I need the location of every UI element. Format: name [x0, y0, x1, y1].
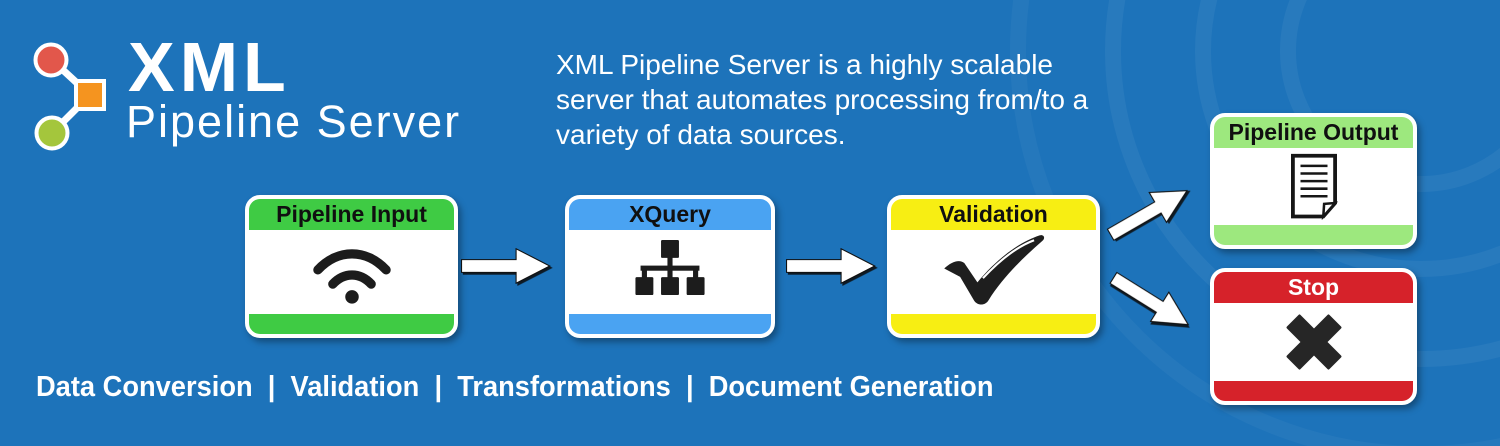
arrow-up-right-icon — [1106, 190, 1189, 241]
node-footer — [569, 314, 771, 334]
logo-green-circle — [34, 115, 70, 151]
checkmark-icon — [943, 235, 1044, 305]
node-body — [1214, 303, 1413, 381]
node-body — [1214, 148, 1413, 225]
node-header-label: Pipeline Output — [1214, 117, 1413, 148]
arrow-right-icon — [461, 247, 551, 285]
document-icon — [1290, 153, 1338, 220]
logo-subtitle: Pipeline Server — [126, 96, 462, 147]
sitemap-icon — [635, 240, 705, 296]
node-header-label: Stop — [1214, 272, 1413, 303]
logo-title: XML — [128, 28, 291, 106]
node-footer — [1214, 225, 1413, 245]
arrow-down-right-icon — [1109, 271, 1190, 326]
flow-node-validation: Validation — [887, 195, 1100, 338]
node-header-label: Pipeline Input — [249, 199, 454, 230]
flow-node-stop: Stop — [1210, 268, 1417, 405]
molecule-logo-icon — [33, 42, 106, 151]
description-line: server that automates processing from/to… — [556, 84, 1089, 115]
description-line: variety of data sources. — [556, 119, 846, 150]
logo-red-circle — [33, 42, 69, 78]
node-body — [249, 230, 454, 314]
node-body — [569, 230, 771, 314]
tagline: Data Conversion | Validation | Transform… — [36, 371, 994, 403]
node-body — [891, 230, 1096, 314]
flow-node-xquery: XQuery — [565, 195, 775, 338]
node-footer — [249, 314, 454, 334]
x-icon — [1285, 314, 1342, 370]
node-header-label: Validation — [891, 199, 1096, 230]
logo-orange-square — [74, 79, 106, 111]
node-header-label: XQuery — [569, 199, 771, 230]
description-text: XML Pipeline Server is a highly scalable… — [556, 47, 1088, 152]
node-footer — [891, 314, 1096, 334]
flow-node-pipeline-input: Pipeline Input — [245, 195, 458, 338]
wifi-icon — [312, 249, 391, 304]
description-line: XML Pipeline Server is a highly scalable — [556, 49, 1053, 80]
arrow-right-icon — [786, 247, 876, 285]
node-footer — [1214, 381, 1413, 401]
flow-node-pipeline-output: Pipeline Output — [1210, 113, 1417, 249]
